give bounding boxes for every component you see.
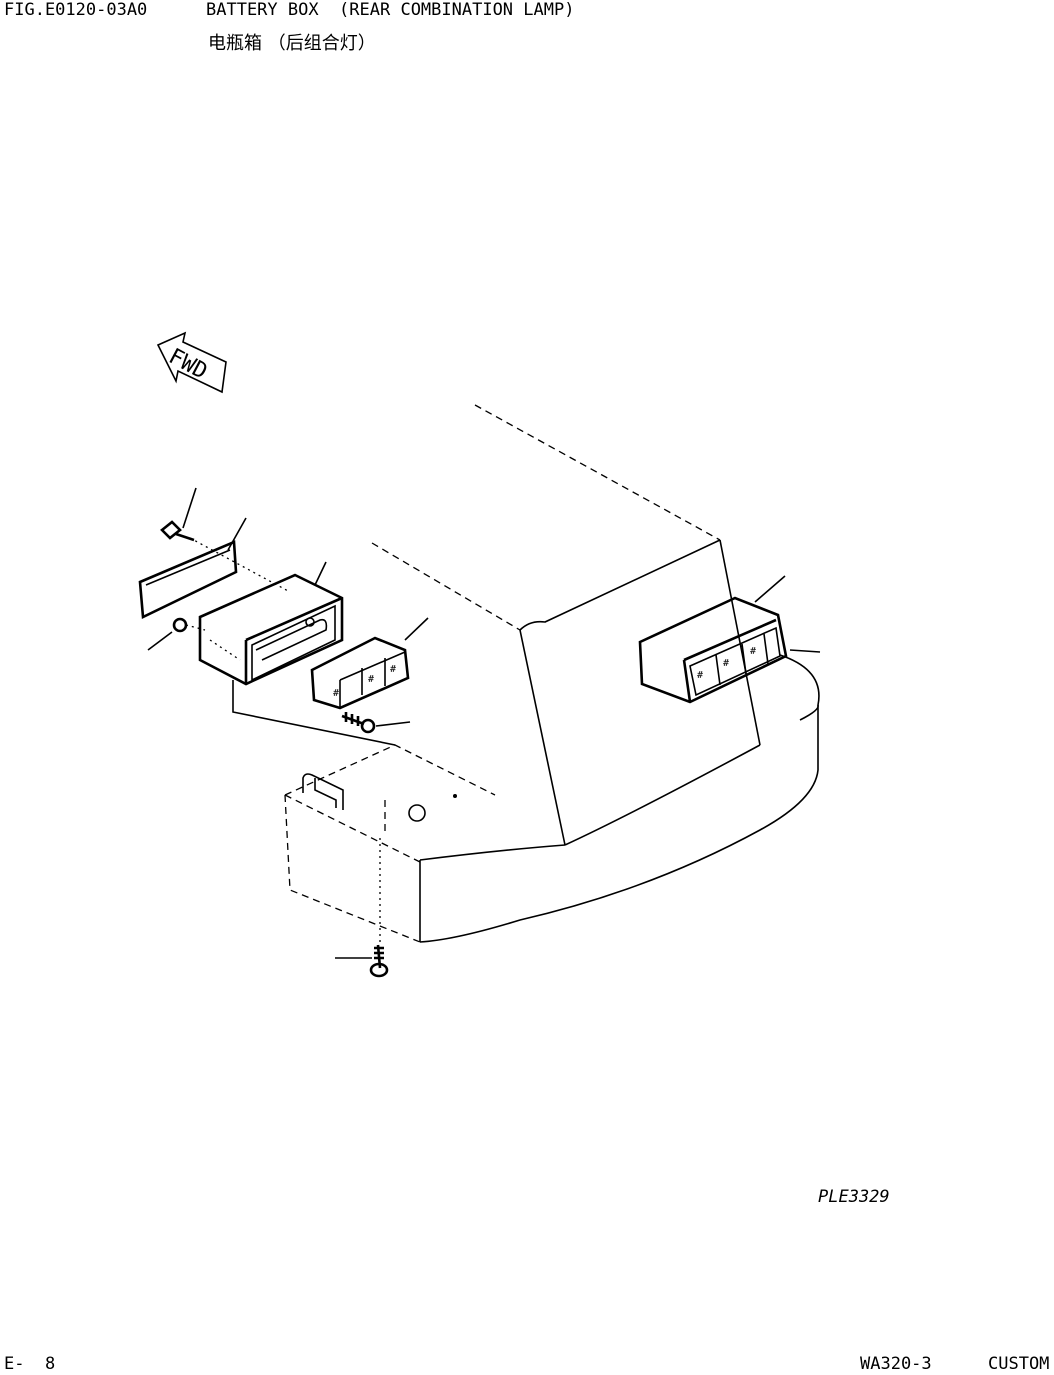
figure-title-chinese: 电瓶箱 （后组合灯） [208, 33, 376, 54]
svg-text:#: # [368, 674, 374, 685]
svg-text:#: # [697, 670, 703, 681]
gasket-plate [138, 517, 247, 619]
fwd-label: FWD [164, 344, 211, 385]
edition-label: CUSTOM [988, 1354, 1050, 1374]
battery-box-phantom [232, 680, 496, 945]
svg-text:#: # [333, 688, 339, 699]
rear-combination-lamp-right: # # # [638, 575, 821, 704]
lamp-screw [341, 712, 411, 734]
lower-bolt [335, 944, 389, 978]
lamp-housing-left [198, 561, 344, 686]
drawing-code: PLE3329 [818, 1187, 890, 1207]
figure-title-english: BATTERY BOX (REAR COMBINATION LAMP) [206, 0, 575, 20]
figure-id: FIG.E0120-03A0 [4, 0, 148, 20]
rear-combination-lamp-left: # # # [310, 617, 429, 710]
svg-text:#: # [750, 646, 756, 657]
upper-bolt [160, 487, 291, 593]
small-nut [147, 617, 206, 651]
svg-text:#: # [390, 664, 396, 675]
svg-text:#: # [723, 658, 729, 669]
fwd-arrow: FWD [156, 331, 227, 394]
machine-body-phantom [371, 404, 820, 943]
machine-model: WA320-3 [860, 1354, 932, 1374]
page-number: E- 8 [4, 1354, 56, 1374]
